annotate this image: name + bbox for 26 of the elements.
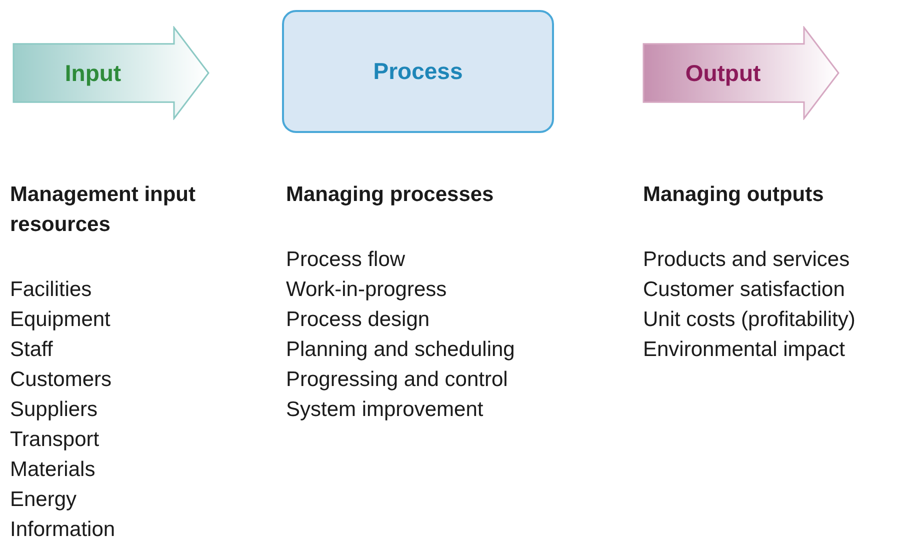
list-item: Process design xyxy=(286,307,430,333)
list-item: Work-in-progress xyxy=(286,277,447,303)
process-box xyxy=(282,10,554,133)
list-item: Planning and scheduling xyxy=(286,337,515,363)
list-item: Materials xyxy=(10,457,96,483)
list-item: Facilities xyxy=(10,277,92,303)
list-item: Customers xyxy=(10,367,112,393)
list-item: Suppliers xyxy=(10,397,98,423)
list-item: Transport xyxy=(10,427,100,453)
list-item: System improvement xyxy=(286,397,484,423)
list-item: Progressing and control xyxy=(286,367,508,393)
box-label: Process xyxy=(373,57,463,86)
list-item: Process flow xyxy=(286,247,406,273)
list-item: Customer satisfaction xyxy=(643,277,845,303)
column-heading: Management input resources xyxy=(10,182,197,238)
list-item: Information xyxy=(10,517,116,542)
arrow-label: Output xyxy=(685,58,761,88)
list-item: Unit costs (profitability) xyxy=(643,307,856,333)
column-heading: Managing processes xyxy=(286,182,495,208)
list-item: Staff xyxy=(10,337,53,363)
arrow-label: Input xyxy=(64,58,122,88)
list-item: Equipment xyxy=(10,307,110,333)
list-item: Energy xyxy=(10,487,77,513)
list-item: Environmental impact xyxy=(643,337,845,363)
list-item: Products and services xyxy=(643,247,850,273)
column-heading: Managing outputs xyxy=(643,182,825,208)
